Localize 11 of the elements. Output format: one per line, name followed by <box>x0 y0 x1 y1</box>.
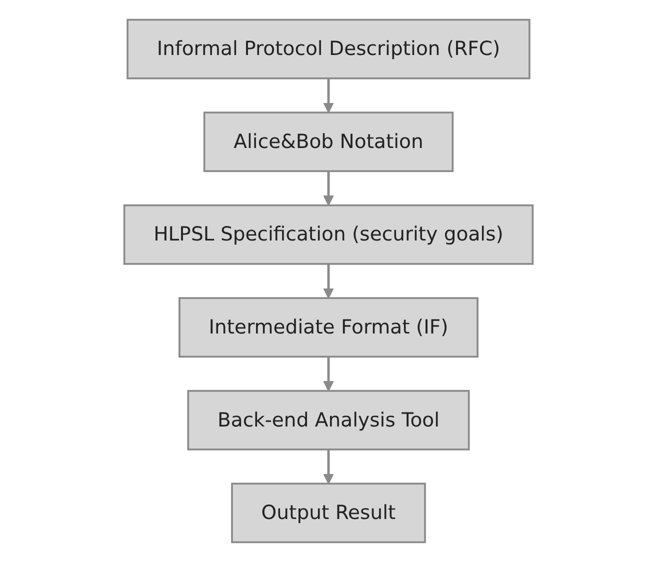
process-box: HLPSL Specification (security goals) <box>123 204 534 265</box>
process-box: Output Result <box>231 482 426 544</box>
arrow <box>323 356 334 392</box>
process-box: Alice&Bob Notation <box>203 112 454 172</box>
process-box: Informal Protocol Description (RFC) <box>126 18 530 80</box>
arrow <box>323 449 334 484</box>
process-box: Back-end Analysis Tool <box>187 390 470 450</box>
process-box: Intermediate Format (IF) <box>178 297 478 358</box>
arrow <box>323 78 334 114</box>
arrow <box>323 264 334 299</box>
arrow <box>323 171 334 206</box>
